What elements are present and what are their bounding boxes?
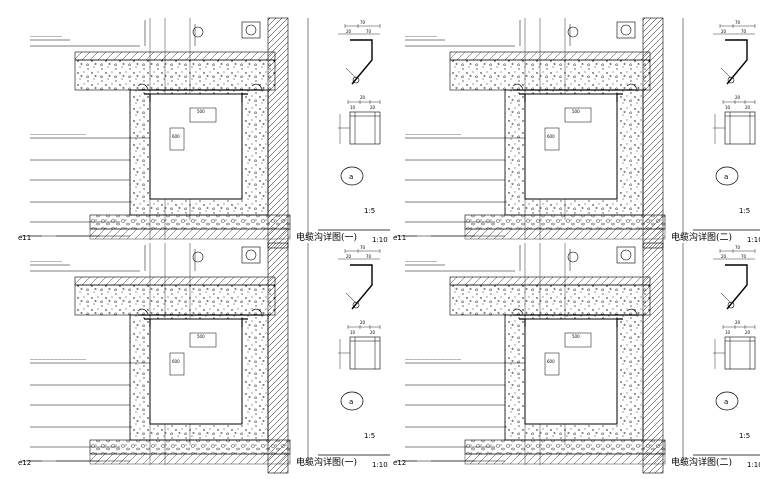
dim-mid: 20 (735, 320, 741, 325)
dim-mid-a: 10 (350, 105, 356, 110)
detail-subscale: 1:5 (739, 207, 750, 215)
dim-mid-b: 20 (745, 330, 751, 335)
detail-subscale: 1:5 (364, 432, 375, 440)
detail-scale: 1:10 (372, 461, 388, 469)
detail-block-2: e11 电缆沟详图(二) 1:10 a 1:5 500 600 70 20 70… (393, 17, 760, 249)
detail-code: e12 (393, 459, 406, 467)
dim-top-a: 20 (721, 29, 727, 34)
dim-top-a: 20 (346, 254, 352, 259)
dim-mid-a: 10 (725, 330, 731, 335)
detail-code: e11 (18, 234, 31, 242)
dim-top-b: 70 (366, 254, 372, 259)
dim-mid: 20 (360, 320, 366, 325)
detail-scale: 1:10 (747, 461, 760, 469)
dim-mid: 20 (735, 95, 741, 100)
dim-top-b: 70 (366, 29, 372, 34)
dim-depth: 600 (172, 134, 180, 139)
detail-block-3: e12 电缆沟详图(一) 1:10 a 1:5 500 600 70 20 70… (18, 242, 391, 474)
detail-mark: a (349, 398, 353, 406)
dim-top: 70 (360, 245, 366, 250)
dim-inner: 500 (197, 334, 205, 339)
detail-mark: a (724, 173, 728, 181)
detail-subscale: 1:5 (739, 432, 750, 440)
dim-top-b: 70 (741, 254, 747, 259)
dim-depth: 600 (172, 359, 180, 364)
dim-top: 70 (360, 20, 366, 25)
detail-code: e12 (18, 459, 31, 467)
detail-block-1: e11 电缆沟详图(一) 1:10 a 1:5 500 600 70 20 70… (18, 17, 391, 249)
dim-depth: 600 (547, 134, 555, 139)
dim-depth: 600 (547, 359, 555, 364)
dim-top-a: 20 (346, 29, 352, 34)
dim-top-a: 20 (721, 254, 727, 259)
dim-mid-b: 20 (370, 330, 376, 335)
detail-mark: a (349, 173, 353, 181)
detail-title: 电缆沟详图(二) (671, 456, 732, 468)
dim-top: 70 (735, 245, 741, 250)
detail-subscale: 1:5 (364, 207, 375, 215)
detail-title: 电缆沟详图(一) (296, 231, 357, 243)
dim-mid: 20 (360, 95, 366, 100)
dim-top: 70 (735, 20, 741, 25)
dim-mid-a: 10 (725, 105, 731, 110)
dim-mid-a: 10 (350, 330, 356, 335)
dim-inner: 500 (197, 109, 205, 114)
dim-mid-b: 20 (370, 105, 376, 110)
detail-mark: a (724, 398, 728, 406)
dim-top-b: 70 (741, 29, 747, 34)
dim-inner: 500 (572, 334, 580, 339)
dim-mid-b: 20 (745, 105, 751, 110)
detail-title: 电缆沟详图(二) (671, 231, 732, 243)
detail-scale: 1:10 (372, 236, 388, 244)
detail-code: e11 (393, 234, 406, 242)
dim-inner: 500 (572, 109, 580, 114)
detail-title: 电缆沟详图(一) (296, 456, 357, 468)
detail-block-4: e12 电缆沟详图(二) 1:10 a 1:5 500 600 70 20 70… (393, 242, 760, 474)
detail-scale: 1:10 (747, 236, 760, 244)
